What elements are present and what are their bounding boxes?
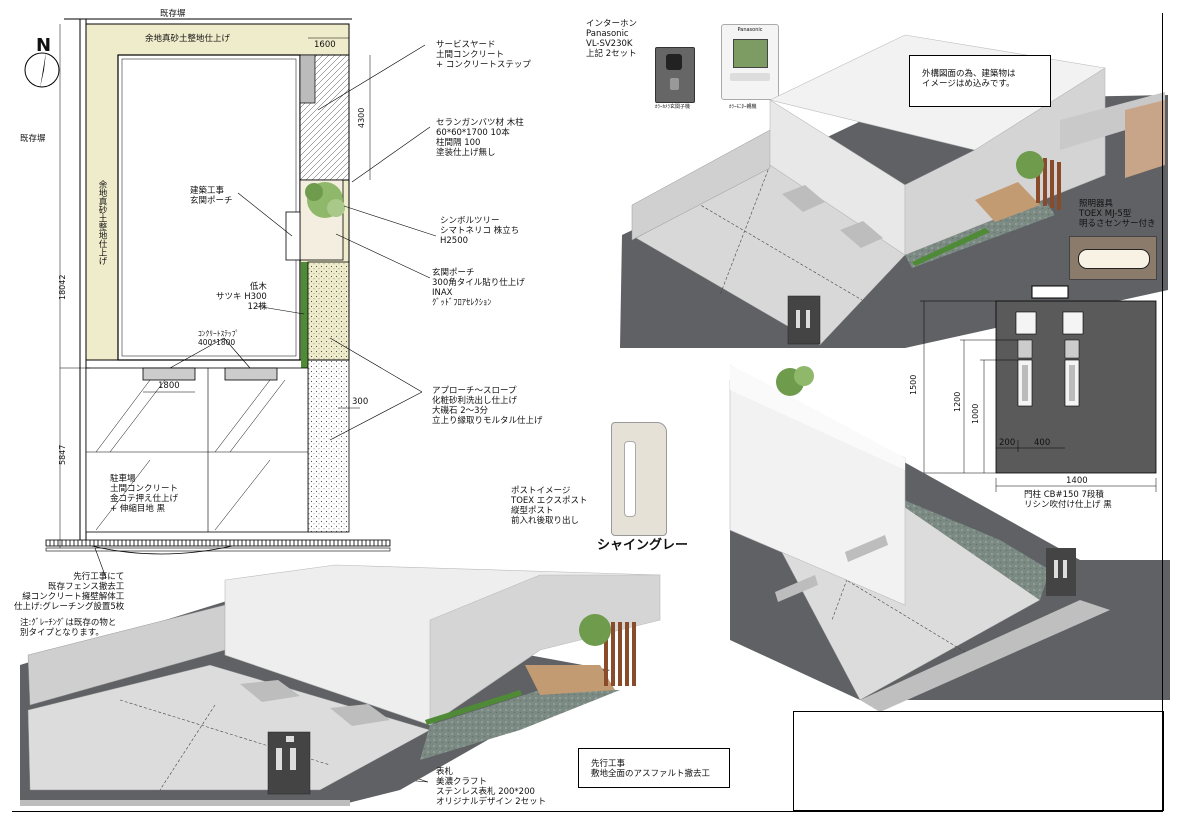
existing-wall-top-label: 既存塀 xyxy=(160,9,186,19)
service-yard-note: サービスヤード 土間コンクリート + コンクリートステップ xyxy=(436,40,531,70)
lighting-image xyxy=(1069,236,1157,280)
grating-note: 注:ｸﾞﾚｰﾁﾝｸﾞは既存の物と 別タイプとなります。 xyxy=(20,618,117,638)
intercom-note: インターホン Panasonic VL-SV230K 上記 2セット xyxy=(586,19,638,59)
nameplate-note: 表札 美濃クラフト ステンレス表札 200*200 オリジナルデザイン 2セット xyxy=(436,767,547,807)
monitor-brand: Panasonic xyxy=(737,27,763,33)
intercom-cap2: ｶﾗｰﾓﾆﾀｰ親機 xyxy=(729,104,757,110)
door-station-image xyxy=(655,47,695,103)
gate-w1400: 1400 xyxy=(1066,476,1088,486)
asphalt-note-box: 先行工事 敷地全面のアスファルト撤去工 xyxy=(578,748,730,788)
post-note: ポストイメージ TOEX エクスポスト 縦型ポスト 前入れ後取り出し xyxy=(511,486,588,526)
asphalt-note: 先行工事 敷地全面のアスファルト撤去工 xyxy=(591,759,711,779)
post-image xyxy=(611,422,667,536)
building-note: 建築工事 玄関ポーチ xyxy=(190,186,233,206)
existing-wall-left-label: 既存塀 xyxy=(20,134,46,144)
lighting-note: 照明器具 TOEX MJ-5型 明るさセンサー付き xyxy=(1079,199,1156,229)
image-note-box: 外構図面の為、建築物は イメージはめ込みです。 xyxy=(909,55,1051,107)
porch-note: 玄関ポーチ 300角タイル貼り仕上げ INAX ｸﾞｯﾄﾞﾌﾛｱｾﾚｸｼｮﾝ xyxy=(432,268,525,308)
pillars-note: セランガンバツ材 木柱 60*60*1700 10本 柱間隔 100 塗装仕上げ… xyxy=(436,118,524,158)
gate-pillar-note: 門柱 CB#150 7段積 リシン吹付け仕上げ 黒 xyxy=(1024,490,1112,510)
parking-note: 駐車場 土間コンクリート 金コテ押え仕上げ + 伸縮目地 黒 xyxy=(110,474,179,514)
gate-w200: 200 xyxy=(999,438,1016,448)
prework-note: 先行工事にて 既存フェンス撤去工 緑コンクリート擁壁解体工 仕上げ:グレーチング… xyxy=(14,572,125,612)
title-block xyxy=(793,711,1164,811)
symbol-tree-note: シンボルツリー シマトネリコ 株立ち H2500 xyxy=(440,216,520,246)
gate-w400: 400 xyxy=(1034,438,1051,448)
dim-1600: 1600 xyxy=(314,40,336,50)
sand-left-label: 余地真砂土整地仕上げ xyxy=(97,180,107,265)
intercom-cap1: ｶﾗｰｶﾒﾗ玄関子機 xyxy=(655,104,691,110)
approach-note: アプローチ～スロープ 化粧砂利洗出し仕上げ 大磯石 2～3分 立上り縁取りモルタ… xyxy=(432,386,543,426)
shrub-note: 低木 サツキ H300 12株 xyxy=(216,282,267,312)
dim-300: 300 xyxy=(352,397,369,407)
post-color-label: シャイングレー xyxy=(597,538,689,553)
sand-top-label: 余地真砂土整地仕上げ xyxy=(145,34,231,44)
dim-1800: 1800 xyxy=(158,381,180,391)
image-note: 外構図面の為、建築物は イメージはめ込みです。 xyxy=(922,69,1016,89)
steps-note: ｺﾝｸﾘｰﾄｽﾃｯﾌﾟ 400*1800 xyxy=(198,329,240,347)
north-label: N xyxy=(36,35,52,56)
monitor-image: Panasonic xyxy=(721,24,779,100)
